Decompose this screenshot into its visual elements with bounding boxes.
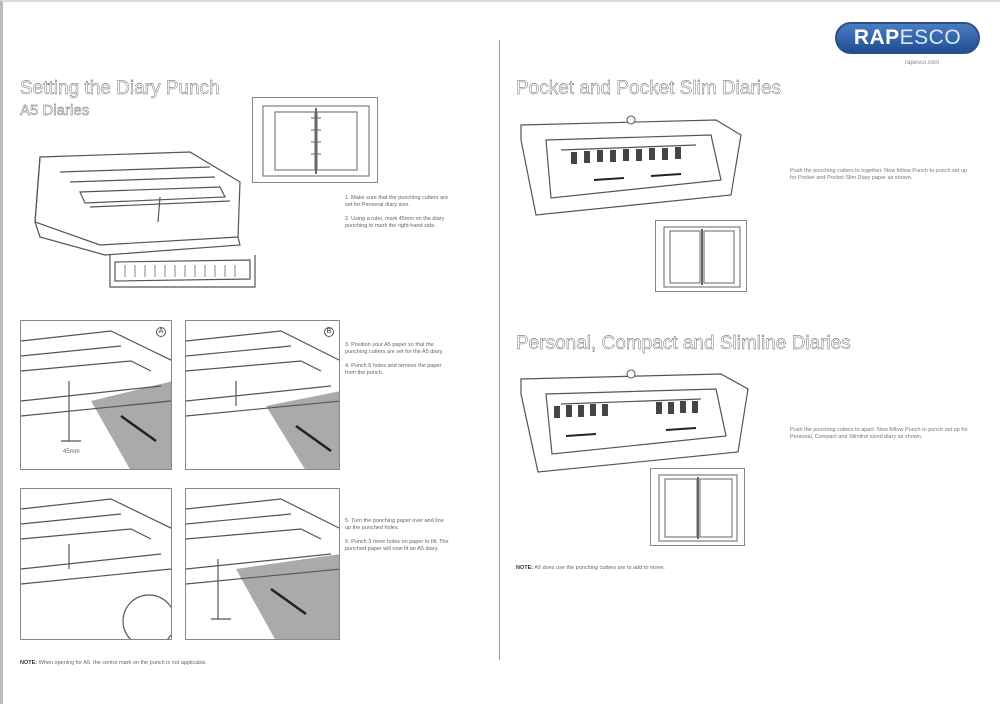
step-4: 4. Punch 6 holes and remove the paper fr… (345, 363, 442, 376)
left-subtitle: A5 Diaries (20, 102, 90, 119)
brand-name-a: RAP (853, 26, 900, 49)
step-panel-c (20, 488, 172, 640)
ruler-label: 45mm (63, 449, 80, 455)
left-note-text: When opening for A5, the centre mark on … (38, 660, 208, 666)
step-panel-a: A 45mm (20, 320, 172, 470)
panel-letter-a: A (156, 327, 166, 337)
pocket-punch-illustration (516, 110, 744, 230)
left-title: Setting the Diary Punch (20, 78, 220, 99)
right-note-text: A5 does use the punching cutters are to … (534, 565, 665, 571)
right-note: NOTE: A5 does use the punching cutters a… (516, 565, 665, 571)
step-3: 3. Position your A5 paper so that the pu… (345, 342, 444, 355)
punch-illustration (20, 127, 263, 302)
left-note: NOTE: When opening for A5, the centre ma… (20, 660, 207, 666)
steps-group-1: 1. Make sure that the punching cutters a… (345, 195, 450, 237)
binder-diagram-top (252, 97, 378, 183)
personal-title: Personal, Compact and Slimline Diaries (516, 333, 851, 354)
panel-letter-b: B (324, 327, 334, 337)
personal-binder-diagram (650, 468, 745, 546)
steps-group-2: 3. Position your A5 paper so that the pu… (345, 342, 450, 384)
pocket-binder-diagram (655, 220, 747, 292)
pocket-title: Pocket and Pocket Slim Diaries (516, 78, 782, 99)
step-5: 5. Turn the punching paper over and line… (345, 518, 444, 531)
left-note-label: NOTE: (20, 660, 38, 666)
brand-tagline: rapesco.com (905, 60, 940, 66)
pocket-instructions: Push the punching cutters to together. N… (790, 168, 968, 181)
step-panel-b: B (185, 320, 340, 470)
right-note-label: NOTE: (516, 565, 534, 571)
step-6: 6. Punch 3 more holes on paper to fill. … (345, 539, 449, 552)
personal-punch-illustration (516, 364, 752, 484)
brand-name-b: ESCO (899, 26, 962, 49)
personal-instructions: Push the punching cutters to apart. Now … (790, 427, 968, 440)
step-2: 2. Using a ruler, mark 45mm on the diary… (345, 216, 445, 229)
step-panel-d (185, 488, 340, 640)
column-divider (499, 40, 500, 660)
steps-group-3: 5. Turn the punching paper over and line… (345, 518, 450, 560)
step-1: 1. Make sure that the punching cutters a… (345, 195, 449, 208)
